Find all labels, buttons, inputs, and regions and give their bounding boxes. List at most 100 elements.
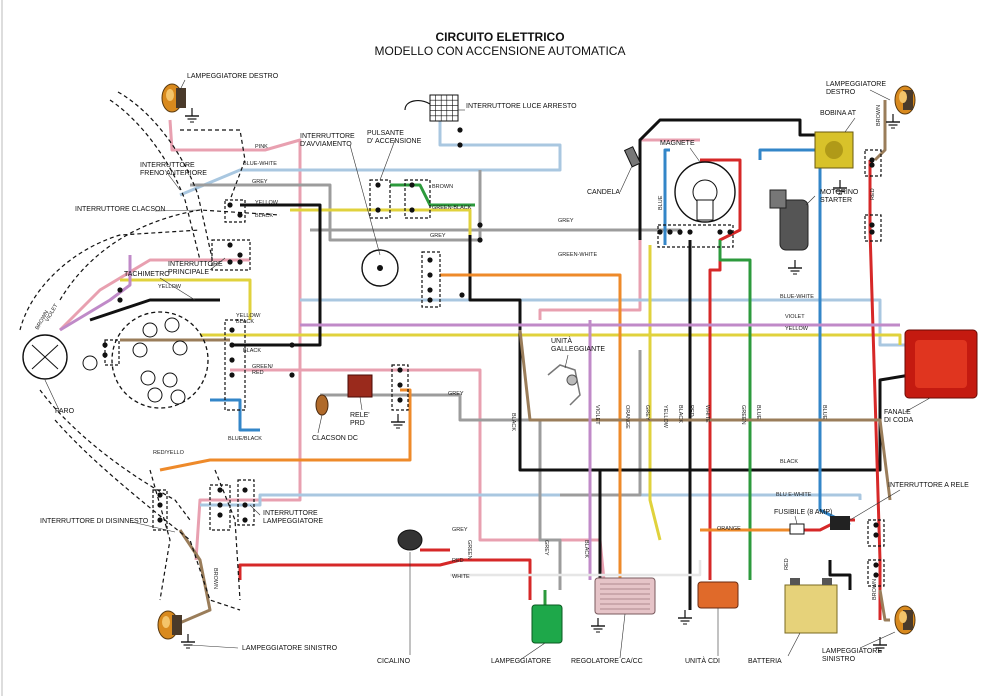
diagram-subtitle: MODELLO CON ACCENSIONE AUTOMATICA: [374, 44, 626, 58]
label-regulator: REGOLATORE CA/CC: [571, 658, 643, 665]
junction-dot: [457, 142, 463, 148]
black-wire: [468, 235, 522, 380]
leader-line: [159, 277, 196, 301]
ground-rear-left: [873, 637, 887, 652]
tail-connector-a: [864, 149, 882, 177]
wire-label-blue-black: BLUE/BLACK: [228, 436, 262, 442]
ground-coil: [833, 180, 847, 195]
wire-label-green-white: GREEN-WHITE: [558, 252, 597, 258]
junction-dot: [427, 272, 433, 278]
junction-dot: [667, 229, 673, 235]
leader-line: [379, 139, 396, 181]
wire-label-green-black: GREEN-BLACK: [432, 205, 472, 211]
leader-line: [849, 489, 901, 521]
junction-dot: [873, 562, 879, 568]
junction-dot: [397, 367, 403, 373]
leader-line: [787, 632, 801, 657]
label-cdi: UNITÀ CDI: [685, 656, 720, 665]
junction-dot: [289, 342, 295, 348]
junction-dot: [427, 297, 433, 303]
lamp-rear-left: [894, 605, 916, 635]
junction-dot: [237, 259, 243, 265]
ignition-coil: [814, 131, 854, 169]
leader-line: [564, 354, 569, 369]
junction-dot: [873, 532, 879, 538]
black-wire: [89, 298, 220, 322]
black-wire: [828, 560, 852, 590]
black-wire: [518, 373, 911, 472]
brown-wire: [873, 100, 887, 162]
junction-dot: [477, 222, 483, 228]
indicator-switch-box: [237, 479, 255, 526]
junction-dot: [873, 522, 879, 528]
junction-dot: [869, 222, 875, 228]
wire-label-brown: BROWN: [876, 105, 882, 126]
fuel-unit: [547, 364, 581, 406]
junction-dot: [427, 287, 433, 293]
label-horn-switch: INTERRUTTORE CLACSON: [75, 206, 166, 213]
start-switch-connector: [421, 251, 441, 308]
junction-dot: [289, 372, 295, 378]
junction-dot: [397, 382, 403, 388]
junction-dot: [457, 127, 463, 133]
wire-label-blue: BLUE: [658, 195, 664, 210]
wire-label-green: GREEN: [466, 540, 472, 560]
junction-dot: [869, 157, 875, 163]
grey-wire: [310, 228, 682, 235]
brown-wire: [518, 329, 892, 501]
blue-white-wire: [179, 105, 562, 197]
cdi-unit: [697, 581, 739, 609]
wire-label-green: GREEN: [740, 405, 746, 425]
orange-wire: [159, 388, 412, 472]
lamp-front-left: [157, 610, 182, 640]
flasher-unit: [531, 604, 563, 644]
label-brake-light-switch: INTERRUTTORE LUCE ARRESTO: [466, 103, 577, 110]
wire-label-yellow: YELLOW: [785, 326, 809, 332]
leader-line: [44, 379, 61, 413]
leader-line: [519, 642, 546, 661]
wire-label-white: WHITE: [452, 574, 470, 580]
brown-wire: [878, 589, 890, 622]
ground-rear-right: [886, 114, 900, 129]
white-wire: [450, 560, 702, 577]
junction-dot: [677, 229, 683, 235]
magneto: [674, 161, 736, 223]
junction-dot: [117, 297, 123, 303]
relay-switch: [830, 516, 850, 530]
label-relay-switch: INTERRUTTORE A RELE: [888, 482, 969, 489]
red-wire: [700, 158, 742, 580]
wire-label-red: RED: [784, 558, 790, 570]
black-wire: [638, 118, 830, 240]
wire-label-black: BLACK: [780, 459, 798, 465]
leader-line: [619, 613, 626, 659]
wire-label-grey: GREY: [543, 540, 549, 556]
spark-plug: [623, 146, 641, 168]
leader-line: [805, 195, 816, 206]
wire-label-black: BLACK: [255, 213, 273, 219]
fuse: [789, 523, 805, 535]
starter-motor: [769, 189, 809, 251]
junction-dot: [242, 487, 248, 493]
leader-line: [154, 209, 201, 212]
wire-label-grey: GREY: [452, 527, 468, 533]
brown-wire: [174, 529, 212, 627]
pink-wire: [168, 119, 302, 561]
junction-dot: [242, 502, 248, 508]
wire-label-green-red: GREEN/RED: [252, 364, 274, 376]
wire-label-brown: BROWN: [872, 579, 878, 600]
leader-line: [349, 144, 381, 256]
wire-label-red: RED: [688, 405, 694, 417]
junction-dot: [687, 229, 693, 235]
components-layer: [19, 83, 978, 652]
blue-wire: [210, 398, 260, 432]
leader-line: [844, 117, 856, 133]
yellow-wire: [648, 245, 662, 541]
wire-label-violet: VIOLET: [594, 405, 600, 425]
junction-dot: [869, 229, 875, 235]
yellow-wire: [290, 208, 472, 235]
wire-label-yellow: YELLOW: [662, 405, 668, 429]
